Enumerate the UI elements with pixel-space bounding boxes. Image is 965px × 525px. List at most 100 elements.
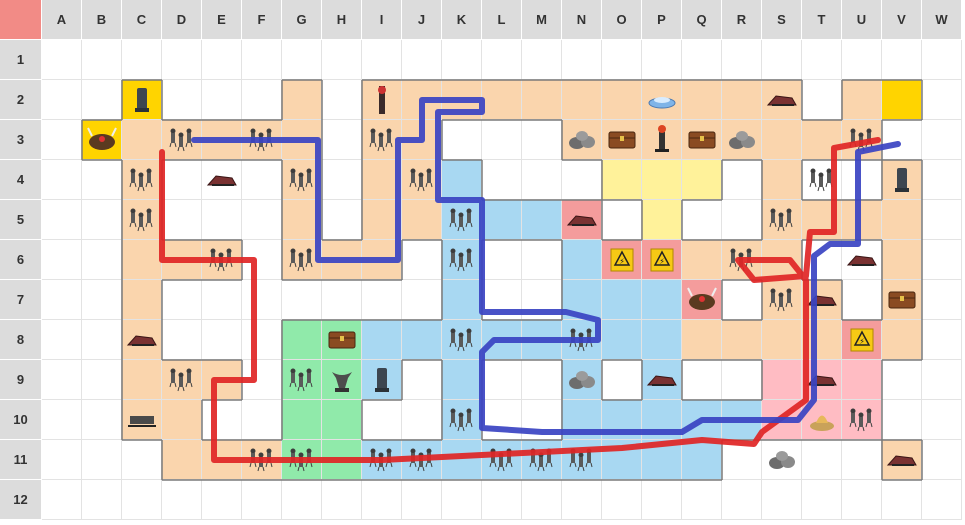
cell-W9[interactable]	[922, 360, 962, 400]
cell-N12[interactable]	[562, 480, 602, 520]
cell-F12[interactable]	[242, 480, 282, 520]
cell-S12[interactable]	[762, 480, 802, 520]
chest-icon[interactable]	[888, 291, 916, 309]
row-header-4[interactable]: 4	[0, 160, 42, 200]
soldier-group-icon[interactable]	[449, 408, 473, 432]
chest-icon[interactable]	[608, 131, 636, 149]
cell-W4[interactable]	[922, 160, 962, 200]
cell-I8[interactable]	[362, 320, 402, 360]
cell-J12[interactable]	[402, 480, 442, 520]
rock-pile-icon[interactable]	[569, 131, 595, 149]
wreck-icon[interactable]	[206, 175, 237, 186]
pillar-icon[interactable]	[375, 368, 389, 392]
totem-icon[interactable]	[378, 86, 386, 114]
cell-C12[interactable]	[122, 480, 162, 520]
cell-L12[interactable]	[482, 480, 522, 520]
cell-P4[interactable]	[642, 160, 682, 200]
cell-W10[interactable]	[922, 400, 962, 440]
cell-W6[interactable]	[922, 240, 962, 280]
cell-W12[interactable]	[922, 480, 962, 520]
soldier-group-icon[interactable]	[289, 168, 313, 192]
cell-G8[interactable]	[282, 320, 322, 360]
warning-sign-icon[interactable]: ⚡	[650, 248, 674, 272]
cell-G2[interactable]	[282, 80, 322, 120]
column-header-I[interactable]: I	[362, 0, 402, 40]
column-header-E[interactable]: E	[202, 0, 242, 40]
wreck-icon[interactable]	[846, 255, 877, 266]
row-header-9[interactable]: 9	[0, 360, 42, 400]
wreck-icon[interactable]	[886, 455, 917, 466]
warning-sign-icon[interactable]: ⚡	[610, 248, 634, 272]
row-header-6[interactable]: 6	[0, 240, 42, 280]
rock-pile-icon[interactable]	[769, 451, 795, 469]
soldier-group-icon[interactable]	[129, 208, 153, 232]
column-header-F[interactable]: F	[242, 0, 282, 40]
beast-icon[interactable]	[87, 127, 117, 150]
rock-pile-icon[interactable]	[569, 371, 595, 389]
row-header-3[interactable]: 3	[0, 120, 42, 160]
column-header-D[interactable]: D	[162, 0, 202, 40]
cell-A1[interactable]	[42, 40, 82, 80]
column-header-H[interactable]: H	[322, 0, 362, 40]
cell-H12[interactable]	[322, 480, 362, 520]
wreck-icon[interactable]	[566, 215, 597, 226]
cell-S8[interactable]	[762, 320, 802, 360]
cell-E4[interactable]	[202, 160, 242, 200]
column-header-K[interactable]: K	[442, 0, 482, 40]
cell-A12[interactable]	[42, 480, 82, 520]
row-header-8[interactable]: 8	[0, 320, 42, 360]
cell-A10[interactable]	[42, 400, 82, 440]
cell-W8[interactable]	[922, 320, 962, 360]
cell-L3[interactable]	[482, 120, 522, 160]
cell-S5[interactable]	[762, 200, 802, 240]
cell-M2[interactable]	[522, 80, 562, 120]
column-header-J[interactable]: J	[402, 0, 442, 40]
cell-W5[interactable]	[922, 200, 962, 240]
row-header-1[interactable]: 1	[0, 40, 42, 80]
soldier-group-icon[interactable]	[129, 168, 153, 192]
cell-C6[interactable]	[122, 240, 162, 280]
column-header-Q[interactable]: Q	[682, 0, 722, 40]
cell-A2[interactable]	[42, 80, 82, 120]
cell-V12[interactable]	[882, 480, 922, 520]
cell-P7[interactable]	[642, 280, 682, 320]
column-header-P[interactable]: P	[642, 0, 682, 40]
cell-A6[interactable]	[42, 240, 82, 280]
cell-B12[interactable]	[82, 480, 122, 520]
cell-F7[interactable]	[242, 280, 282, 320]
cell-O12[interactable]	[602, 480, 642, 520]
cell-L6[interactable]	[482, 240, 522, 280]
cell-A9[interactable]	[42, 360, 82, 400]
cell-R8[interactable]	[722, 320, 762, 360]
cell-D4[interactable]	[162, 160, 202, 200]
cell-E1[interactable]	[202, 40, 242, 80]
warning-sign-icon[interactable]: ⚡	[850, 328, 874, 352]
demon-icon[interactable]	[687, 287, 717, 310]
cell-S9[interactable]	[762, 360, 802, 400]
chest-icon[interactable]	[328, 331, 356, 349]
cell-J5[interactable]	[402, 200, 442, 240]
soldier-group-icon[interactable]	[849, 408, 873, 432]
cell-V5[interactable]	[882, 200, 922, 240]
column-header-O[interactable]: O	[602, 0, 642, 40]
column-header-M[interactable]: M	[522, 0, 562, 40]
soldier-group-icon[interactable]	[769, 288, 793, 312]
cell-A11[interactable]	[42, 440, 82, 480]
column-header-A[interactable]: A	[42, 0, 82, 40]
row-header-11[interactable]: 11	[0, 440, 42, 480]
cell-H10[interactable]	[322, 400, 362, 440]
portal-icon[interactable]	[648, 97, 676, 109]
cell-P12[interactable]	[642, 480, 682, 520]
wreck-icon[interactable]	[766, 95, 797, 106]
column-header-C[interactable]: C	[122, 0, 162, 40]
column-header-B[interactable]: B	[82, 0, 122, 40]
cell-T1[interactable]	[802, 40, 842, 80]
cell-T11[interactable]	[802, 440, 842, 480]
cell-A5[interactable]	[42, 200, 82, 240]
row-header-2[interactable]: 2	[0, 80, 42, 120]
cell-F1[interactable]	[242, 40, 282, 80]
chest-icon[interactable]	[688, 131, 716, 149]
cell-D1[interactable]	[162, 40, 202, 80]
cell-M12[interactable]	[522, 480, 562, 520]
cell-I12[interactable]	[362, 480, 402, 520]
